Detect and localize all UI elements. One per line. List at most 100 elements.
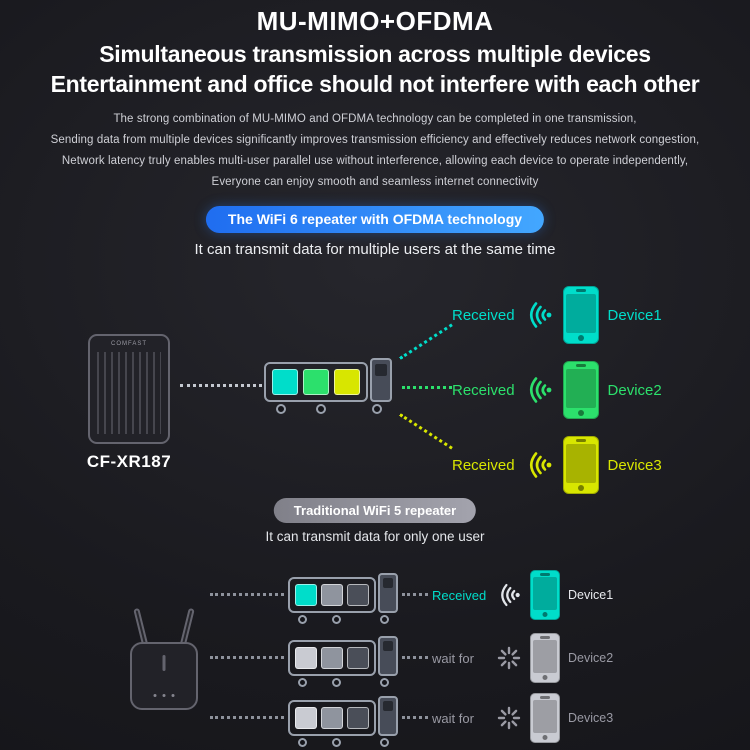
bus-body <box>288 640 376 676</box>
phone-home-button <box>577 335 584 341</box>
data-packet-block <box>321 647 343 669</box>
device-label: Device3 <box>568 711 614 725</box>
device-label: Device2 <box>568 651 614 665</box>
intro-line-3: Network latency truly enables multi-user… <box>61 155 689 167</box>
status-label: wait for <box>432 650 474 666</box>
data-bus-wifi5 <box>288 573 400 625</box>
status-label: Received <box>452 306 515 324</box>
device-label: Device2 <box>607 381 662 399</box>
repeater-heatsink-fins <box>97 352 161 434</box>
data-packet-block <box>334 369 360 395</box>
wifi6-repeater-illustration: COMFAST <box>88 334 170 444</box>
dotted-connector <box>399 323 453 360</box>
device-row-wifi5: wait for Device2 <box>432 632 613 684</box>
dotted-connector <box>399 413 453 450</box>
bus-wheel <box>372 404 382 414</box>
status-label: Received <box>452 456 515 474</box>
bus-wheel <box>332 678 341 687</box>
data-packet-block <box>347 584 369 606</box>
phone-screen <box>565 369 596 408</box>
page-title: MU-MIMO+OFDMA <box>256 6 494 36</box>
phone-icon <box>530 693 560 743</box>
bus-body <box>288 700 376 736</box>
subtitle-line-1: Simultaneous transmission across multipl… <box>99 41 651 67</box>
repeater-body <box>130 642 198 710</box>
wait-spinner-icon <box>497 646 521 670</box>
phone-home-button <box>542 735 548 740</box>
status-label: Received <box>452 381 515 399</box>
subtitle-line-2: Entertainment and office should not inte… <box>50 71 700 97</box>
intro-line-1: The strong combination of MU-MIMO and OF… <box>113 113 637 125</box>
device-row-wifi6: Received Device2 <box>452 361 662 419</box>
device-label: Device1 <box>568 588 614 602</box>
phone-screen <box>565 294 596 333</box>
wifi5-caption: It can transmit data for only one user <box>265 529 485 544</box>
bus-cab-window <box>383 578 393 588</box>
bus-cab-window <box>383 701 393 711</box>
bus-wheel <box>332 615 341 624</box>
data-packet-block <box>272 369 298 395</box>
dotted-connector <box>210 656 284 659</box>
bus-cab <box>378 696 398 736</box>
bus-body <box>288 577 376 613</box>
dotted-connector <box>402 716 428 719</box>
wifi-signal-icon <box>529 452 551 478</box>
repeater-model-label: CF-XR187 <box>86 452 172 471</box>
bus-cab-window <box>375 364 387 376</box>
repeater-led-dots <box>153 694 175 697</box>
device-label: Device1 <box>607 306 662 324</box>
phone-camera <box>540 636 550 639</box>
data-packet-block <box>347 647 369 669</box>
phone-camera <box>575 364 586 367</box>
device-row-wifi5: Received Device1 <box>432 569 613 621</box>
status-label: wait for <box>432 710 474 726</box>
data-packet-block <box>295 707 317 729</box>
bus-wheel <box>380 738 389 747</box>
bus-cab <box>370 358 392 402</box>
intro-line-4: Everyone can enjoy smooth and seamless i… <box>211 176 539 188</box>
dotted-connector <box>402 386 452 389</box>
bus-cab-window <box>383 641 393 651</box>
bus-cab <box>378 573 398 613</box>
wifi5-badge: Traditional WiFi 5 repeater <box>273 498 477 523</box>
data-packet-block <box>295 584 317 606</box>
dotted-connector <box>180 384 262 387</box>
bus-wheel <box>380 615 389 624</box>
dotted-connector <box>402 656 428 659</box>
phone-camera <box>575 289 586 292</box>
phone-icon <box>530 570 560 620</box>
bus-wheel <box>332 738 341 747</box>
data-bus-wifi5 <box>288 696 400 748</box>
phone-home-button <box>542 675 548 680</box>
status-label: Received <box>432 587 487 603</box>
device-label: Device3 <box>607 456 662 474</box>
dotted-connector <box>210 716 284 719</box>
phone-camera <box>575 439 586 442</box>
repeater-brand-label: COMFAST <box>110 341 147 347</box>
intro-line-2: Sending data from multiple devices signi… <box>50 134 700 146</box>
device-row-wifi6: Received Device1 <box>452 286 662 344</box>
phone-screen <box>565 444 596 483</box>
phone-icon <box>562 286 599 344</box>
data-packet-block <box>303 369 329 395</box>
data-bus-wifi6 <box>264 356 396 416</box>
bus-wheel <box>316 404 326 414</box>
phone-camera <box>540 696 550 699</box>
phone-screen <box>533 577 557 610</box>
phone-home-button <box>577 485 584 491</box>
wifi-signal-icon <box>529 302 551 328</box>
wifi5-repeater-illustration <box>126 607 202 710</box>
repeater-vent-slot <box>162 655 166 671</box>
device-row-wifi5: wait for Device3 <box>432 692 613 744</box>
bus-cab <box>378 636 398 676</box>
dotted-connector <box>402 593 428 596</box>
bus-wheel <box>298 615 307 624</box>
bus-wheel <box>276 404 286 414</box>
wait-spinner-icon <box>497 706 521 730</box>
phone-camera <box>540 573 550 576</box>
phone-home-button <box>577 410 584 416</box>
phone-icon <box>562 436 599 494</box>
data-packet-block <box>321 707 343 729</box>
wifi6-caption: It can transmit data for multiple users … <box>194 241 556 258</box>
